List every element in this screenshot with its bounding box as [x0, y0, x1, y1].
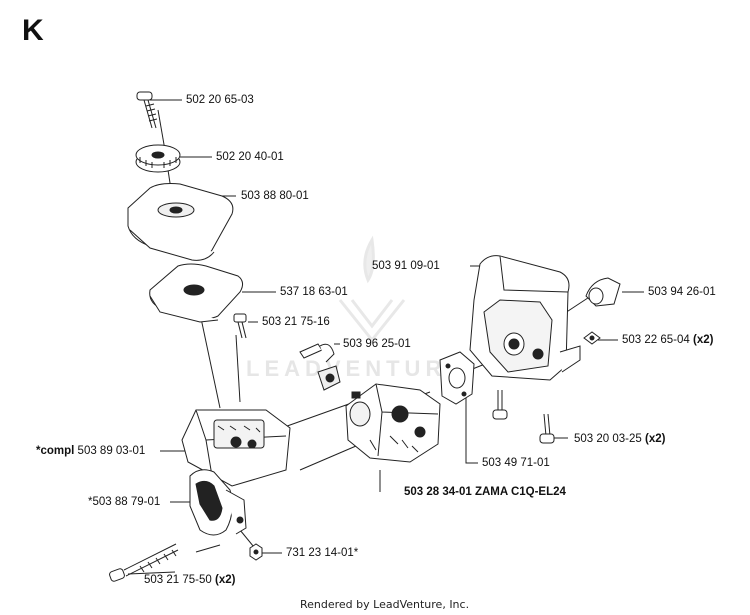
- leader-line: [465, 392, 478, 464]
- part-label: *503 88 79-01: [88, 496, 161, 508]
- part-label: 503 96 25-01: [343, 338, 411, 350]
- watermark-logo: [338, 235, 406, 343]
- part-label: 731 23 14-01*: [286, 547, 359, 559]
- part-prefix: *compl: [36, 445, 75, 457]
- part-label: *compl 503 89 03-01: [36, 445, 146, 457]
- part-label: 503 91 09-01: [372, 260, 440, 272]
- part-label: 503 88 80-01: [241, 190, 309, 202]
- part-label: 503 22 65-04 (x2): [622, 334, 714, 346]
- washer-part: [583, 331, 601, 345]
- quantity: (x2): [645, 433, 666, 445]
- knob-part: [135, 144, 181, 173]
- part-label: 503 21 75-16: [262, 316, 330, 328]
- leader-line: [195, 544, 221, 553]
- foam-filter-part: [149, 263, 244, 323]
- section-letter: K: [22, 14, 44, 47]
- screw-part: [136, 91, 158, 129]
- part-label: 503 21 75-50 (x2): [144, 574, 236, 586]
- gasket-part: [439, 351, 475, 405]
- throttle-rod-part: [299, 343, 341, 391]
- filter-housing-part: [181, 409, 291, 487]
- clip-part: [585, 277, 621, 307]
- assembly-line: [275, 399, 361, 431]
- quantity: (x2): [215, 574, 236, 586]
- nut-part: [249, 543, 263, 561]
- footer-credit: Rendered by LeadVenture, Inc.: [300, 598, 470, 611]
- carburettor-part: [345, 383, 441, 463]
- short-bolt-part: [492, 390, 508, 420]
- filter-cover-part: [127, 183, 234, 261]
- small-screw-part: [233, 313, 247, 339]
- intake-cover-part: [469, 255, 581, 381]
- part-label: 503 49 71-01: [482, 457, 550, 469]
- part-label: 503 94 26-01: [648, 286, 716, 298]
- watermark: LEADVENTURE: [246, 356, 467, 381]
- leader-line: [127, 571, 176, 575]
- quantity: (x2): [693, 334, 714, 346]
- choke-lever-part: [189, 469, 247, 536]
- part-label-carburettor: 503 28 34-01 ZAMA C1Q-EL24: [404, 486, 566, 498]
- assembly-line: [235, 334, 241, 403]
- mount-bolt-part: [539, 413, 555, 444]
- part-label: 503 20 03-25 (x2): [574, 433, 666, 445]
- part-label: 502 20 65-03: [186, 94, 254, 106]
- part-label: 502 20 40-01: [216, 151, 284, 163]
- part-label: 537 18 63-01: [280, 286, 348, 298]
- long-bolt-part: [109, 543, 179, 582]
